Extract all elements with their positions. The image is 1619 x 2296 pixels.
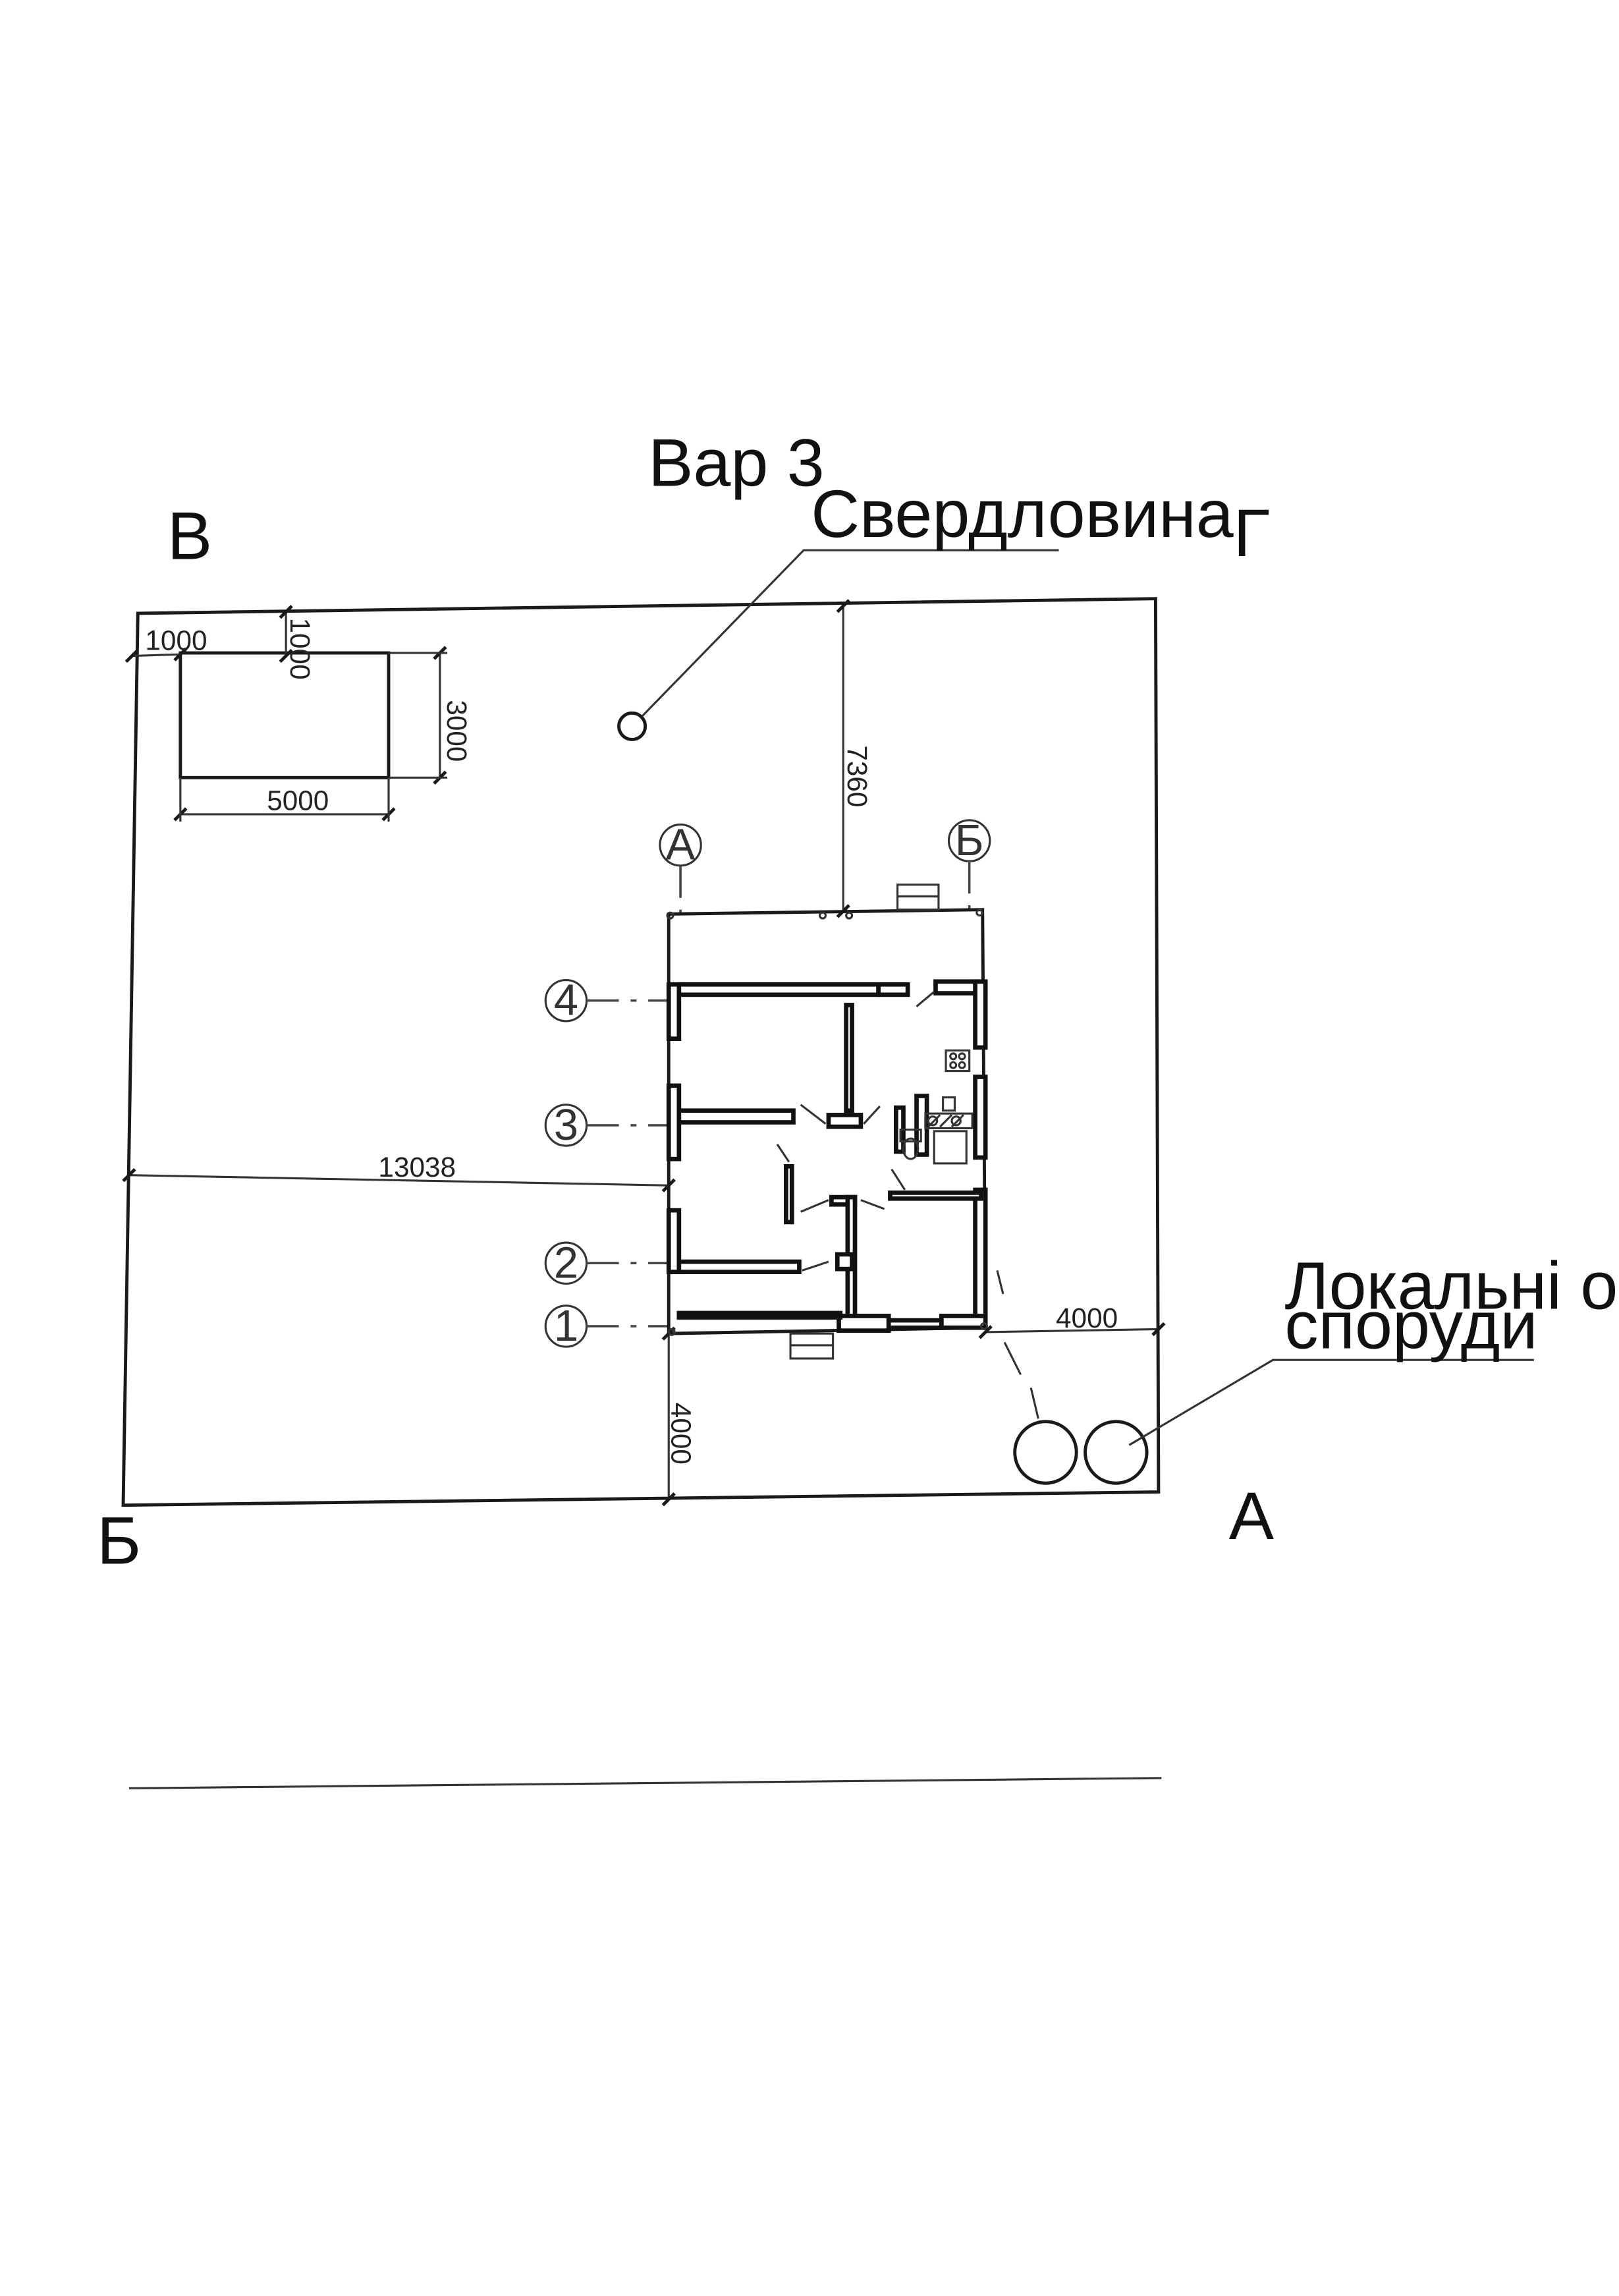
corner-label-b: Б (97, 1503, 141, 1579)
grid-axis-label-3: 3 (554, 1101, 578, 1150)
dimension-tick (1151, 1322, 1166, 1337)
wall-segment (837, 1314, 891, 1333)
sheet-title: Вар 3 (648, 424, 825, 500)
dim-house-to-east: 4000 (1056, 1302, 1118, 1333)
shed-side-offset-dimension (132, 653, 180, 658)
treatment-callout-label-line1: Локальні очисні (1284, 1247, 1619, 1323)
drain-pipe (996, 1270, 1004, 1295)
well-icon (617, 711, 647, 741)
drain-pipe (1029, 1387, 1039, 1419)
corner-label-g: Г (1233, 495, 1269, 571)
corner-label-v: В (167, 498, 212, 574)
toilet-icon (899, 1129, 922, 1143)
wall-segment (676, 1310, 843, 1320)
east-setback-dimension (985, 1328, 1159, 1333)
treatment-leader-line (1128, 1358, 1534, 1446)
dim-shed-width: 5000 (267, 785, 329, 816)
wall-segment (973, 979, 988, 1050)
septic-tank-icon (1013, 1420, 1078, 1485)
grid-axis-label-b: Б (955, 816, 984, 865)
dimension-tick (279, 605, 293, 619)
column-markers (666, 909, 988, 1336)
door-swings (776, 991, 935, 1272)
dimension-tick (978, 1325, 993, 1339)
grid-axis-label-2: 2 (554, 1239, 578, 1287)
interior-fixtures (899, 1049, 974, 1165)
grid-axis-label-1: 1 (554, 1302, 578, 1351)
wall-segment (973, 1187, 988, 1324)
dimension-lines (122, 599, 1166, 1507)
dimension-tick (122, 1168, 136, 1183)
treatment-callout-label-line2: споруди (1284, 1287, 1537, 1362)
grid-axis-label-4: 4 (554, 976, 578, 1025)
bottom-reference-line (128, 1777, 1162, 1789)
wall-segment (666, 982, 682, 1041)
wall-segment (835, 1252, 854, 1272)
wall-segment (914, 1094, 929, 1157)
dim-shed-depth: 3000 (441, 700, 472, 762)
house-walls (666, 979, 988, 1333)
dimension-tick (661, 1492, 676, 1507)
well-callout-label: Свердловина (811, 476, 1234, 551)
shower-tray-icon (933, 1130, 968, 1165)
wall-segment (784, 1163, 794, 1225)
wall-segment (888, 1190, 983, 1201)
wall-segment (973, 1075, 988, 1160)
dim-shed-top-offset: 1000 (285, 618, 316, 680)
wall-segment (826, 1113, 864, 1129)
well-leader-line (642, 549, 1059, 717)
outbuilding (178, 651, 391, 779)
corner-label-a: А (1229, 1478, 1275, 1554)
dim-house-to-south: 4000 (666, 1403, 697, 1465)
wall-segment (676, 1108, 796, 1125)
grid-axes (544, 819, 991, 1348)
drain-pipe (1003, 1341, 1022, 1376)
dimension-tick (124, 648, 140, 663)
stove-icon (945, 1049, 971, 1073)
wall-segment (676, 982, 881, 997)
wall-segment (876, 982, 910, 997)
wall-segment (844, 1003, 854, 1113)
dimension-tick (836, 599, 850, 613)
dim-shed-side-offset: 1000 (145, 625, 207, 656)
dim-house-to-west: 13038 (378, 1152, 456, 1183)
septic-tank-icon (1084, 1420, 1149, 1485)
wall-segment (939, 1314, 988, 1330)
dimension-tick (173, 647, 188, 661)
sink-icon (924, 1112, 974, 1130)
dim-house-to-north: 7360 (842, 745, 873, 807)
wall-segment (666, 1208, 682, 1274)
dimension-tick (279, 648, 293, 663)
west-setback-dimension (128, 1174, 669, 1187)
wall-segment (676, 1259, 802, 1274)
vanity-icon (942, 1096, 956, 1112)
grid-axis-label-a: А (666, 821, 696, 870)
plot-boundary (121, 597, 1161, 1507)
wall-segment (886, 1318, 944, 1330)
